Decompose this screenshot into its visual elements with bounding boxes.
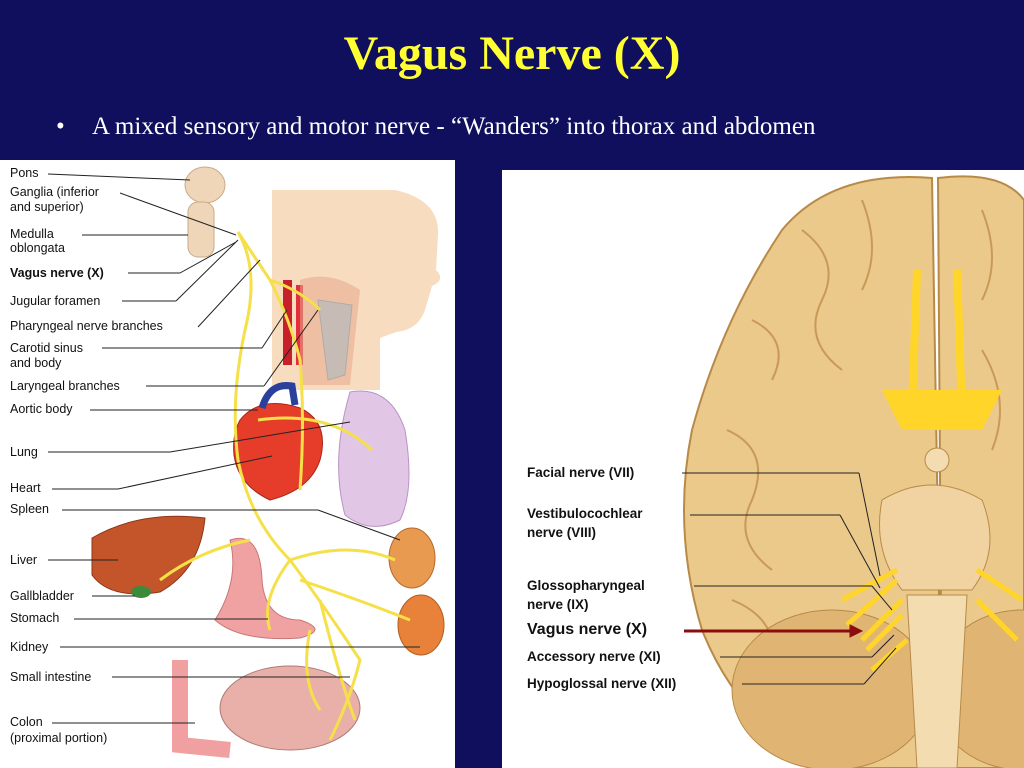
colon-shape (172, 660, 231, 758)
kidney-shape (397, 594, 445, 656)
bullet-dot: • (56, 113, 65, 140)
label-hypoglossal-nerve: Hypoglossal nerve (XII) (527, 676, 677, 691)
label-medulla: Medulla (10, 227, 54, 241)
label-vestibulocochlear: Vestibulocochlear (527, 506, 643, 521)
label-colon: Colon (10, 715, 43, 729)
label-medulla-line2: oblongata (10, 241, 65, 255)
brain-artwork (682, 175, 1024, 768)
pathway-artwork (47, 166, 445, 758)
right-pointer-lines (682, 472, 897, 685)
label-liver: Liver (10, 553, 38, 567)
medulla-shape (187, 201, 215, 258)
slide-title: Vagus Nerve (X) (343, 27, 681, 80)
label-colon-line2: (proximal portion) (10, 731, 108, 745)
small-intestine-shape (219, 665, 361, 751)
label-aortic-body: Aortic body (10, 402, 73, 416)
label-vestibulocochlear-line2: nerve (VIII) (527, 525, 597, 540)
vagus-pathway-illustration: Pons Ganglia (inferior and superior) Med… (0, 160, 455, 768)
label-gallbladder: Gallbladder (10, 589, 74, 603)
bullet-point: • A mixed sensory and motor nerve - “Wand… (56, 113, 815, 141)
stomach-shape (214, 538, 316, 640)
label-heart: Heart (10, 481, 41, 495)
pons-shape (879, 484, 991, 591)
label-ganglia: Ganglia (inferior (10, 185, 99, 199)
label-lung: Lung (10, 445, 38, 459)
liver-shape (91, 515, 206, 595)
pons-shape (184, 166, 226, 204)
label-pons: Pons (10, 166, 39, 180)
label-carotid-sinus-line2: and body (10, 356, 62, 370)
olfactory-tracts (908, 269, 966, 411)
label-jugular-foramen: Jugular foramen (10, 294, 101, 308)
label-facial-nerve: Facial nerve (VII) (527, 465, 635, 480)
aorta-shape (258, 381, 299, 410)
label-small-intestine: Small intestine (10, 670, 92, 684)
label-vagus-nerve: Vagus nerve (X) (10, 266, 104, 280)
label-stomach: Stomach (10, 611, 60, 625)
pointer-lines (47, 173, 420, 724)
label-carotid-sinus: Carotid sinus (10, 341, 83, 355)
carotid-artery (296, 285, 303, 365)
medulla-shape (906, 594, 968, 768)
vagus-arrow (684, 624, 864, 638)
label-spleen: Spleen (10, 502, 49, 516)
spleen-shape (388, 527, 436, 589)
label-accessory-nerve: Accessory nerve (XI) (527, 649, 661, 664)
throat-tissue (300, 276, 360, 385)
label-kidney: Kidney (10, 640, 49, 654)
label-laryngeal-branches: Laryngeal branches (10, 379, 120, 393)
lung-shape (338, 390, 410, 527)
label-vagus-nerve: Vagus nerve (X) (527, 621, 648, 638)
label-ganglia-line2: and superior) (10, 200, 84, 214)
label-glossopharyngeal-line2: nerve (IX) (527, 597, 589, 612)
optic-chiasm (882, 390, 1002, 430)
bullet-text: A mixed sensory and motor nerve - “Wande… (92, 113, 816, 140)
vagus-nerve-trunk (159, 231, 411, 741)
gallbladder-shape (131, 586, 151, 598)
label-glossopharyngeal: Glossopharyngeal (527, 578, 645, 593)
brain-inferior-view: Facial nerve (VII) Vestibulocochlear ner… (502, 170, 1024, 768)
cerebellum-left (731, 609, 933, 768)
label-pharyngeal-branches: Pharyngeal nerve branches (10, 319, 163, 333)
mammillary-bodies (924, 447, 950, 473)
